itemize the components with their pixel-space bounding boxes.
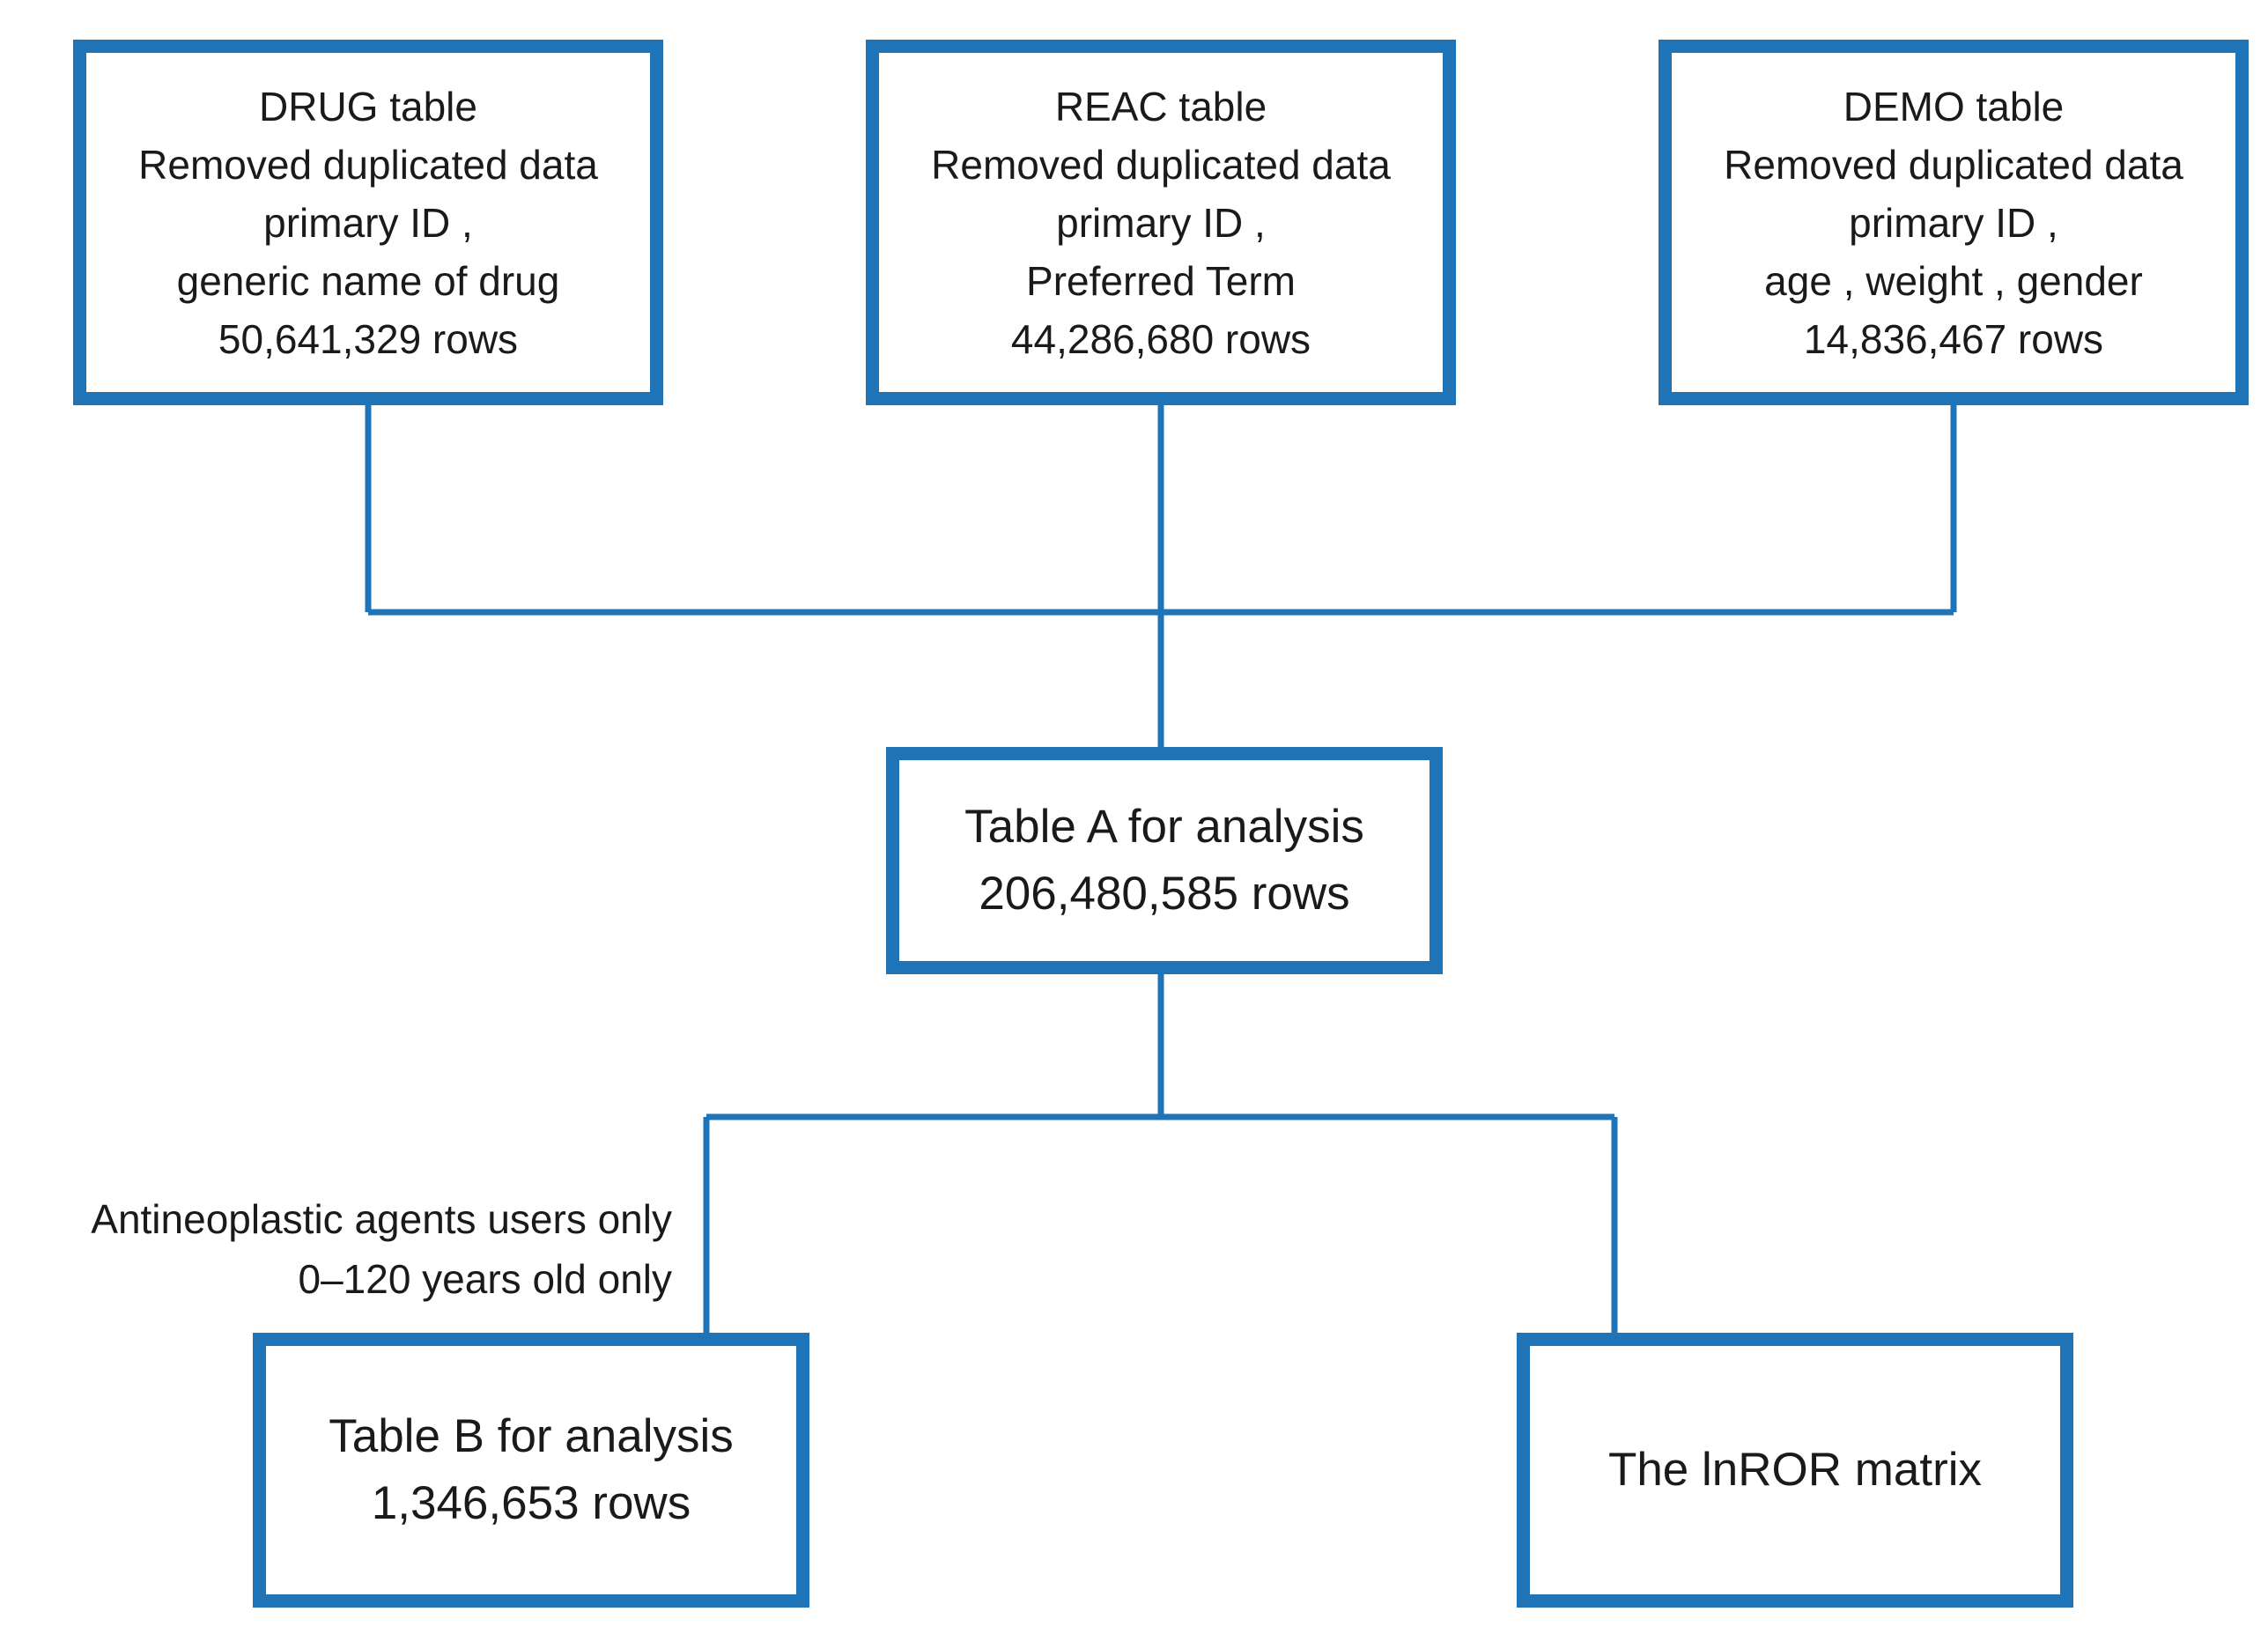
demo-table-title: DEMO table (1843, 83, 2065, 129)
filter-criterion-age: 0–120 years old only (298, 1256, 672, 1302)
filter-criterion-drug: Antineoplastic agents users only (91, 1196, 672, 1242)
reac-table-field-term: Preferred Term (1026, 257, 1296, 304)
lnror-matrix-title: The lnROR matrix (1607, 1444, 1983, 1496)
drug-table-box: DRUG table Removed duplicated data prima… (73, 40, 663, 405)
drug-table-step: Removed duplicated data (138, 141, 598, 188)
demo-table-field-demographics: age , weight , gender (1764, 257, 2143, 304)
table-b-row-count: 1,346,653 rows (371, 1477, 691, 1529)
demo-table-box: DEMO table Removed duplicated data prima… (1659, 40, 2249, 405)
table-a-title: Table A for analysis (964, 801, 1364, 853)
drug-table-row-count: 50,641,329 rows (218, 315, 519, 362)
reac-table-step: Removed duplicated data (931, 141, 1391, 188)
table-b-box: Table B for analysis 1,346,653 rows (253, 1333, 809, 1608)
drug-table-title: DRUG table (259, 83, 477, 129)
demo-table-step: Removed duplicated data (1724, 141, 2183, 188)
reac-table-title: REAC table (1054, 83, 1267, 129)
lnror-matrix-box: The lnROR matrix (1517, 1333, 2073, 1608)
demo-table-row-count: 14,836,467 rows (1803, 315, 2104, 362)
drug-table-field-id: primary ID , (263, 199, 473, 246)
reac-table-field-id: primary ID , (1056, 199, 1266, 246)
reac-table-row-count: 44,286,680 rows (1010, 315, 1311, 362)
table-b-title: Table B for analysis (329, 1410, 734, 1462)
reac-table-box: REAC table Removed duplicated data prima… (866, 40, 1456, 405)
drug-table-field-name: generic name of drug (176, 257, 560, 304)
filter-criteria-note: Antineoplastic agents users only 0–120 y… (91, 1189, 672, 1309)
table-a-box: Table A for analysis 206,480,585 rows (886, 747, 1443, 974)
table-a-row-count: 206,480,585 rows (979, 868, 1350, 920)
demo-table-field-id: primary ID , (1849, 199, 2058, 246)
